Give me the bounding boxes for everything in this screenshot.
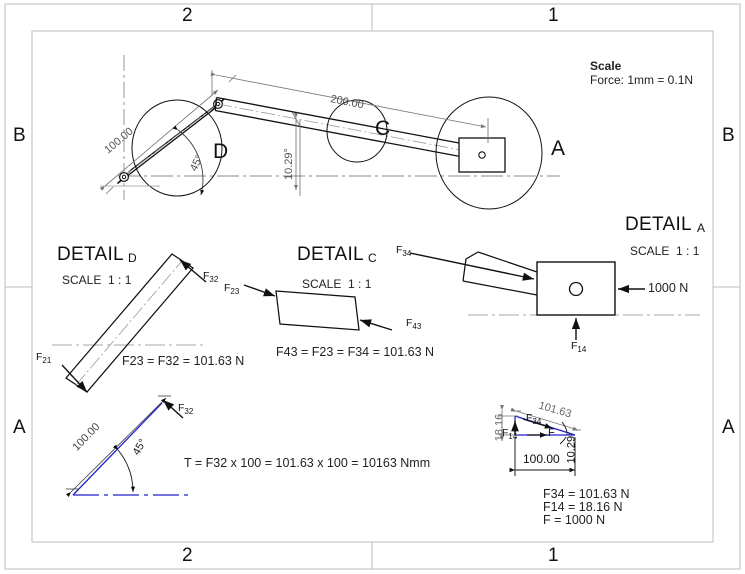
detail-d-f32-arrow (179, 259, 207, 283)
fp-result-f34: F34 = 101.63 N (543, 487, 630, 501)
detail-a-view (409, 251, 700, 340)
detail-c-f23-arrow (243, 284, 276, 297)
torque-f32-arrow (162, 399, 184, 419)
detail-d-scale: SCALE 1 : 1 (62, 273, 132, 287)
sheet-frame (4, 3, 741, 570)
detail-d-f32-label: F32 (203, 270, 219, 285)
detail-d-f21-arrow (61, 364, 88, 393)
detail-c-letter: C (368, 251, 377, 265)
scale-note-line: Force: 1mm = 0.1N (590, 73, 694, 87)
main-mechanism-view: 100.00 200.00 10.29° 45° (99, 55, 560, 210)
fp-result-f14: F14 = 18.16 N (543, 500, 623, 514)
dim-coupler-angle (291, 111, 301, 196)
fp-angle-arc (559, 421, 568, 445)
detail-c-f23-label: F23 (224, 282, 240, 297)
dim-coupler-200 (210, 70, 489, 143)
zone-bottom-2: 2 (182, 545, 193, 566)
crank-ground-pivot (118, 172, 129, 183)
fp-dim-10163 (510, 407, 581, 431)
detail-a-f34-arrow (409, 252, 535, 281)
torque-f32-label: F32 (178, 402, 194, 417)
detail-c-scale: SCALE 1 : 1 (302, 277, 372, 291)
fp-dim-1816 (498, 404, 518, 441)
zone-right-b: B (722, 125, 735, 146)
torque-angle-arc (112, 444, 136, 493)
detail-d-view (52, 253, 207, 393)
dim-text-coupler-angle: 10.29° (283, 148, 295, 180)
fp-f14-label: F14 (502, 427, 518, 442)
zone-left-a: A (13, 417, 26, 438)
detail-c-view (243, 284, 393, 331)
main-label-a: A (551, 137, 566, 160)
detail-c-equation: F43 = F23 = F34 = 101.63 N (276, 345, 435, 359)
detail-d-f21-label: F21 (36, 351, 52, 366)
detail-c-f43-arrow (359, 319, 393, 331)
detail-a-letter: A (697, 221, 706, 235)
dim-text-crank: 100.00 (102, 125, 135, 156)
torque-equation: T = F32 x 100 = 101.63 x 100 = 10163 Nmm (184, 456, 431, 470)
detail-c-title: DETAIL (297, 244, 364, 265)
detail-d-equation: F23 = F32 = 101.63 N (122, 354, 245, 368)
force-polygon (498, 404, 581, 476)
detail-a-title: DETAIL (625, 214, 692, 235)
zone-top-2: 2 (182, 5, 193, 26)
slider-block (458, 137, 506, 173)
detail-a-scale: SCALE 1 : 1 (630, 244, 700, 258)
fp-angle-text: 10.29° (565, 431, 578, 464)
detail-a-f34-label: F34 (396, 244, 412, 259)
torque-diagram (65, 395, 192, 498)
torque-crank-line (72, 402, 163, 496)
fp-result-f: F = 1000 N (543, 513, 606, 527)
detail-c-f43-label: F43 (406, 317, 422, 332)
detail-a-pin (568, 281, 584, 297)
dim-text-crank-angle: 45° (188, 153, 206, 173)
detail-d-title: DETAIL (57, 244, 124, 265)
scale-note-title: Scale (590, 59, 622, 73)
detail-c-link (275, 290, 360, 331)
zone-bottom-1: 1 (548, 545, 559, 566)
zone-right-a: A (722, 417, 735, 438)
detail-a-link-stub (462, 251, 538, 296)
detail-a-load-label: 1000 N (648, 281, 689, 295)
detail-d-letter: D (128, 251, 137, 265)
dim-crank-angle (172, 125, 205, 196)
fp-dim-100 (509, 437, 576, 476)
zone-top-1: 1 (548, 5, 559, 26)
main-label-c: C (375, 117, 391, 140)
fp-base-text: 100.00 (523, 452, 560, 466)
detail-bubble-d (131, 99, 223, 197)
detail-a-f14-label: F14 (571, 340, 587, 355)
fp-f-label: F (548, 427, 555, 439)
fp-f34-label: F34 (526, 412, 542, 427)
dim-text-coupler: 200.00 (329, 93, 364, 111)
zone-left-b: B (13, 125, 26, 146)
main-label-d: D (213, 140, 229, 163)
detail-bubble-a (435, 96, 543, 210)
